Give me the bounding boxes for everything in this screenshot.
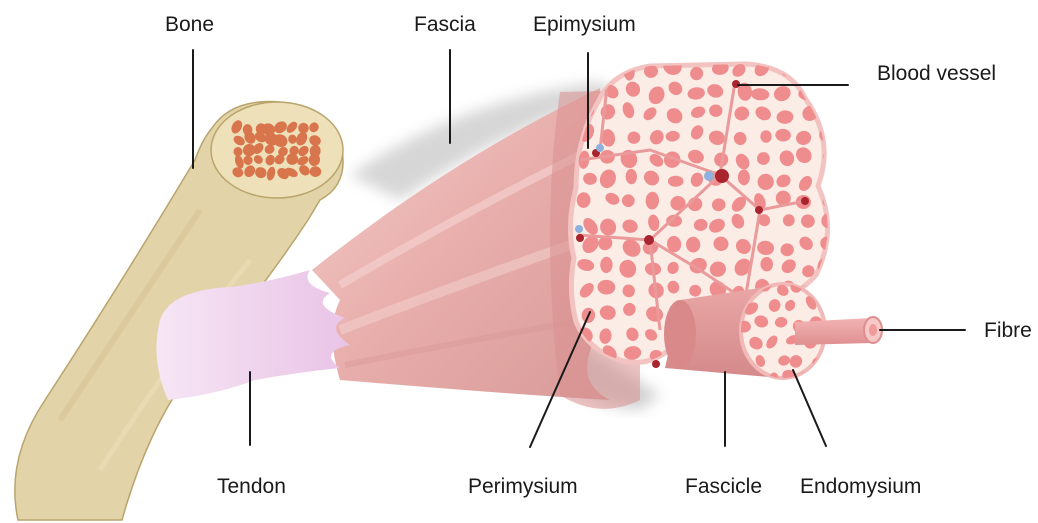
label-perimysium: Perimysium [468, 475, 578, 498]
leader-endomysium [793, 370, 826, 446]
muscle-fibre-section [600, 56, 619, 78]
label-fascia: Fascia [414, 13, 476, 36]
muscle-fibre-section [821, 280, 841, 296]
muscle-fibre-section [580, 63, 594, 78]
label-fascicle: Fascicle [685, 475, 762, 498]
label-bone: Bone [165, 13, 214, 36]
label-endomysium: Endomysium [800, 475, 921, 498]
label-epimysium: Epimysium [533, 13, 636, 36]
bone-cross-section [211, 102, 343, 198]
muscle-fibre-section [816, 57, 836, 77]
label-fibre: Fibre [984, 319, 1032, 342]
label-tendon: Tendon [217, 475, 286, 498]
muscle-fibre-section [802, 64, 816, 79]
muscle-fibre-section [668, 176, 684, 187]
muscle-fibre-section [820, 103, 844, 125]
label-blood-vessel: Blood vessel [877, 62, 996, 85]
